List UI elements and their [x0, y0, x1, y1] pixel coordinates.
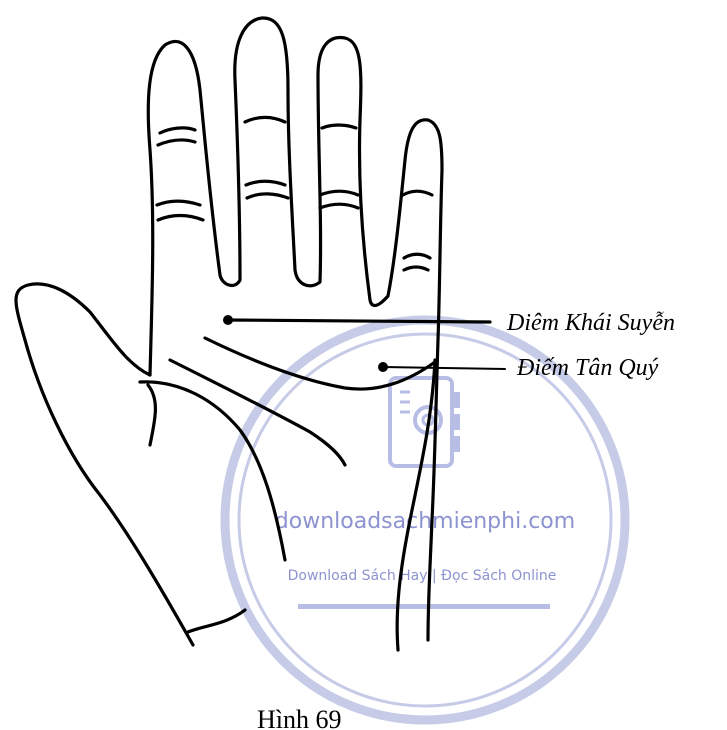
wrist-crease-left: [188, 610, 245, 632]
fingers-outline: [148, 18, 442, 640]
thumb-crease: [148, 385, 155, 445]
watermark-underline: [298, 604, 550, 609]
label-diem-tan-quy: Điếm Tân Quý: [516, 355, 659, 381]
watermark-site: downloadsachmienphi.com: [275, 509, 575, 534]
thumb-outline: [16, 284, 193, 645]
pointer-line-tan-quy: [383, 367, 505, 369]
watermark-tagline: Download Sách Hay | Đọc Sách Online: [288, 568, 557, 584]
label-diem-khai-suyen: Diêm Khái Suyễn: [506, 310, 675, 336]
pointer-line-khai-suyen: [228, 320, 490, 322]
figure-caption: Hình 69: [257, 705, 342, 730]
